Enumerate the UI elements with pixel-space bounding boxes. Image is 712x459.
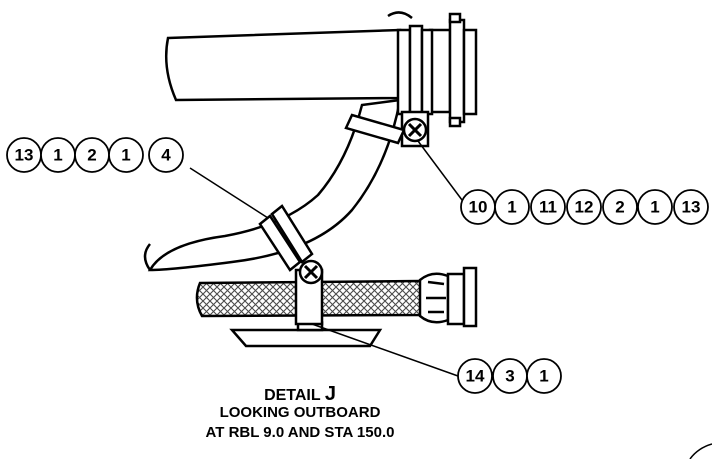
upper-tube — [164, 11, 413, 102]
callout-balloon: 4 — [148, 137, 184, 173]
callout-group-right: 10 1 11 12 2 1 13 — [460, 189, 709, 225]
callout-number: 14 — [466, 367, 485, 386]
callout-balloon: 13 — [673, 189, 709, 225]
callout-balloon: 1 — [494, 189, 530, 225]
callout-number: 13 — [15, 146, 34, 165]
callout-balloon: 3 — [492, 358, 528, 394]
callout-balloon: 1 — [637, 189, 673, 225]
callout-number: 1 — [650, 198, 659, 217]
callout-balloon: 1 — [526, 358, 562, 394]
leader-lines — [189, 140, 463, 377]
callout-balloon: 1 — [108, 137, 144, 173]
callout-number: 13 — [682, 198, 701, 217]
callout-number: 1 — [53, 146, 62, 165]
callout-number: 3 — [505, 367, 514, 386]
callout-number: 4 — [161, 146, 171, 165]
detail-prefix: DETAIL — [264, 387, 321, 404]
callout-number: 11 — [539, 198, 557, 217]
callout-number: 12 — [575, 198, 594, 217]
callout-number: 10 — [469, 198, 488, 217]
upper-screw — [402, 117, 428, 143]
callout-number: 2 — [87, 146, 96, 165]
leader-lower — [311, 323, 459, 377]
leader-right — [417, 140, 463, 201]
callout-number: 1 — [507, 198, 516, 217]
detail-location: AT RBL 9.0 AND STA 150.0 — [205, 424, 395, 441]
callout-balloon: 2 — [74, 137, 110, 173]
callout-balloon: 1 — [40, 137, 76, 173]
callout-balloon: 10 — [460, 189, 496, 225]
callout-balloon: 11 — [530, 189, 566, 225]
callout-balloon: 13 — [6, 137, 42, 173]
callout-number: 1 — [539, 367, 548, 386]
partial-arc — [689, 443, 712, 459]
callout-balloon: 2 — [602, 189, 638, 225]
detail-letter: J — [324, 383, 336, 405]
callout-balloon: 12 — [566, 189, 602, 225]
callout-number: 1 — [121, 146, 130, 165]
leader-upper-left — [189, 167, 269, 219]
lower-screw — [298, 259, 324, 285]
braided-hose-fitting — [418, 266, 478, 328]
callout-group-lower: 14 3 1 — [457, 358, 562, 394]
callout-number: 2 — [615, 198, 624, 217]
callout-group-upper-left: 13 1 2 1 4 — [6, 137, 184, 173]
detail-view-direction: LOOKING OUTBOARD — [219, 404, 381, 421]
callout-balloon: 14 — [457, 358, 493, 394]
lower-hose-clamp — [258, 204, 314, 272]
upper-tube-fitting — [428, 12, 478, 128]
detail-title: DETAIL J — [150, 383, 450, 406]
